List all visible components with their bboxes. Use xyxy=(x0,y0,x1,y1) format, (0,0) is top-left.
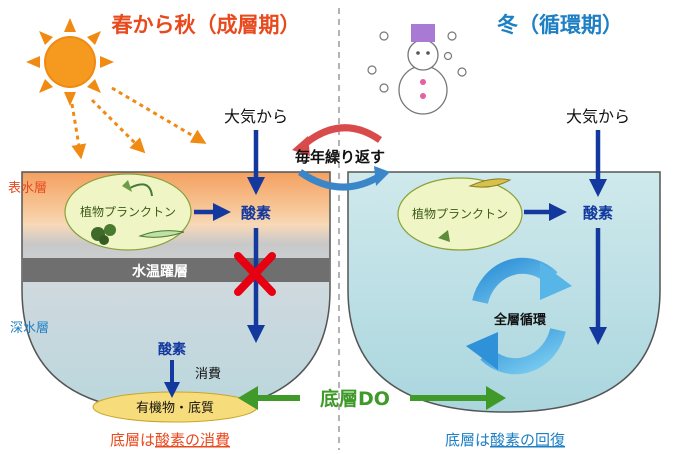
right-plankton-label: 植物プランクトン xyxy=(412,206,508,221)
sun-rays xyxy=(70,86,207,160)
left-title: 春から秋（成層期） xyxy=(112,13,301,37)
left-caption-prefix: 底層は xyxy=(110,431,155,449)
bottom-do-arrow xyxy=(238,386,506,410)
repeat-arrows xyxy=(292,124,390,191)
left-oxygen-label: 酸素 xyxy=(241,204,271,222)
right-oxygen-label: 酸素 xyxy=(583,204,613,222)
snowflakes xyxy=(367,31,467,93)
sediment-label: 有機物・底質 xyxy=(136,400,214,416)
surface-layer-label: 表水層 xyxy=(8,181,47,196)
winter-plankton-illustration xyxy=(438,178,512,242)
right-title: 冬（循環期） xyxy=(497,13,623,37)
bottom-do-label: 底層DO xyxy=(320,387,390,410)
left-oxygen-small-label: 酸素 xyxy=(158,341,186,358)
cycle-arrows-icon xyxy=(466,257,572,375)
left-caption: 底層は酸素の消費 xyxy=(110,431,230,449)
deep-layer-label: 深水層 xyxy=(10,321,49,336)
snowman-icon xyxy=(398,24,448,115)
repeat-label: 毎年繰り返す xyxy=(295,148,385,166)
left-air-label: 大気から xyxy=(224,107,288,126)
consumption-label: 消費 xyxy=(195,367,221,382)
sun-icon xyxy=(26,18,114,106)
circulation-label: 全層循環 xyxy=(493,312,547,328)
winter-plankton-ellipse xyxy=(397,177,523,251)
right-caption: 底層は酸素の回復 xyxy=(445,431,565,449)
thermocline-band xyxy=(23,258,329,282)
red-x-icon xyxy=(234,252,276,296)
right-caption-highlight: 酸素の回復 xyxy=(490,431,565,449)
thermocline-label: 水温躍層 xyxy=(132,263,188,280)
plankton-illustration xyxy=(91,180,185,245)
left-caption-highlight: 酸素の消費 xyxy=(155,431,230,449)
right-air-label: 大気から xyxy=(566,107,630,126)
left-plankton-label: 植物プランクトン xyxy=(80,204,176,219)
right-caption-prefix: 底層は xyxy=(445,431,490,449)
